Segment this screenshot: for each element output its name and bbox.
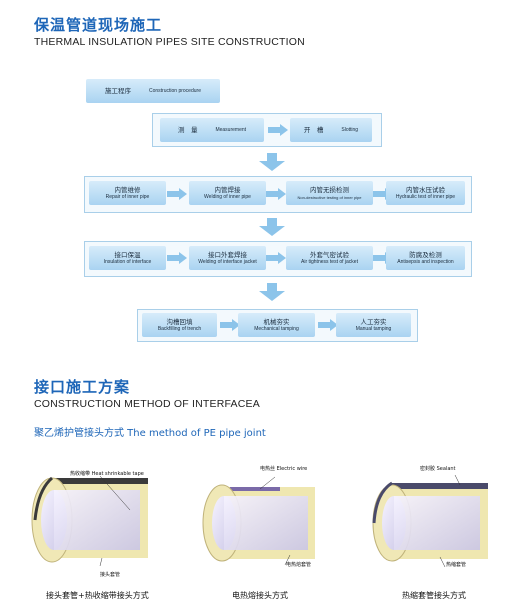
node-slot-en: Slotting — [341, 126, 359, 133]
node-air: 外套气密试验 Air tightness test of jacket — [286, 246, 373, 270]
section2-title-en: CONSTRUCTION METHOD OF INTERFACEA — [34, 398, 260, 410]
arrow-right-icon — [167, 252, 187, 264]
node-backfill-en: Backfilling of trench — [157, 325, 202, 332]
node-jacket-en: Welding of interface jacket — [198, 258, 257, 265]
node-repair: 内管维修 Repair of inner pipe — [89, 181, 166, 205]
node-anti-en: Antisepsis and inspection — [397, 258, 454, 265]
node-mech: 机械夯实 Mechanical tamping — [238, 313, 315, 337]
node-ndt-cn: 内管无损检测 — [310, 185, 349, 194]
node-mech-en: Mechanical tamping — [254, 325, 299, 332]
pipe3-top-label: 密封胶 Sealant — [420, 466, 456, 472]
node-slot: 开 槽 Slotting — [290, 118, 372, 142]
node-repair-en: Repair of inner pipe — [105, 193, 150, 200]
section1-title-cn: 保温管道现场施工 — [34, 16, 163, 34]
pipe2-caption: 电热熔接头方式 — [232, 591, 288, 600]
node-air-cn: 外套气密试验 — [310, 250, 349, 259]
node-weld: 内管焊接 Welding of inner pipe — [189, 181, 266, 205]
node-hydro-en: Hydraulic test of inner pipe — [395, 193, 456, 200]
arrow-right-icon — [220, 319, 240, 331]
arrow-right-icon — [167, 188, 187, 200]
node-measure: 测 量 Measurement — [160, 118, 264, 142]
arrow-down-icon — [259, 218, 285, 236]
arrow-right-icon — [266, 188, 286, 200]
node-insul-cn: 接口保温 — [114, 250, 141, 259]
node-ndt-en: Non-destructive testing of inner pipe — [297, 194, 362, 200]
arrow-right-icon — [318, 319, 338, 331]
pipe-illustration-1 — [31, 475, 148, 567]
node-jacket-cn: 接口外套焊接 — [208, 250, 247, 259]
node-manual: 人工夯实 Manual tamping — [336, 313, 411, 337]
node-manual-en: Manual tamping — [355, 325, 392, 332]
node-air-en: Air tightness test of jacket — [301, 258, 358, 265]
pipe3-caption: 热缩套管接头方式 — [402, 591, 466, 600]
node-backfill-cn: 沟槽回填 — [166, 317, 193, 326]
node-manual-cn: 人工夯实 — [360, 317, 387, 326]
node-insul-en: Insulation of interface — [103, 258, 152, 265]
arrow-down-icon — [259, 153, 285, 171]
node-weld-en: Welding of inner pipe — [204, 193, 251, 200]
node-anti-cn: 防腐及检测 — [409, 250, 442, 259]
section2-title-cn: 接口施工方案 — [34, 378, 131, 396]
arrow-right-icon — [268, 124, 288, 136]
node-ndt: 内管无损检测 Non-destructive testing of inner … — [286, 181, 373, 205]
node-hydro-cn: 内管水压试验 — [406, 185, 445, 194]
node-measure-en: Measurement — [215, 126, 247, 133]
pipe1-bottom-label: 接头套管 — [100, 572, 121, 578]
node-mech-cn: 机械夯实 — [263, 317, 290, 326]
section1-title-en: THERMAL INSULATION PIPES SITE CONSTRUCTI… — [34, 36, 305, 48]
pipe3-bottom-label: 热缩套管 — [446, 562, 467, 568]
pipe-illustration-2 — [202, 476, 315, 566]
node-procedure-cn: 施工程序 — [105, 87, 131, 95]
node-backfill: 沟槽回填 Backfilling of trench — [142, 313, 217, 337]
arrow-down-icon — [259, 283, 285, 301]
node-jacket: 接口外套焊接 Welding of interface jacket — [189, 246, 266, 270]
node-procedure: 施工程序 Construction procedure — [86, 79, 220, 103]
pipe2-top-label: 电热丝 Electric wire — [260, 466, 308, 472]
section2-subtitle: 聚乙烯护管接头方式 The method of PE pipe joint — [34, 428, 266, 439]
pipe1-caption: 接头套管+热收缩带接头方式 — [46, 591, 149, 600]
pipe2-bottom-label: 电热熔套管 — [286, 562, 312, 568]
pipe-illustration-3 — [372, 475, 488, 568]
node-measure-cn: 测 量 — [177, 126, 198, 134]
pipe1-top-label: 热收缩带 Heat shrinkable tape — [70, 471, 144, 477]
node-procedure-en: Construction procedure — [149, 87, 201, 94]
node-anti: 防腐及检测 Antisepsis and inspection — [386, 246, 465, 270]
node-weld-cn: 内管焊接 — [214, 185, 241, 194]
arrow-right-icon — [266, 252, 286, 264]
node-hydro: 内管水压试验 Hydraulic test of inner pipe — [386, 181, 465, 205]
node-slot-cn: 开 槽 — [303, 126, 324, 134]
node-repair-cn: 内管维修 — [114, 185, 141, 194]
node-insul: 接口保温 Insulation of interface — [89, 246, 166, 270]
